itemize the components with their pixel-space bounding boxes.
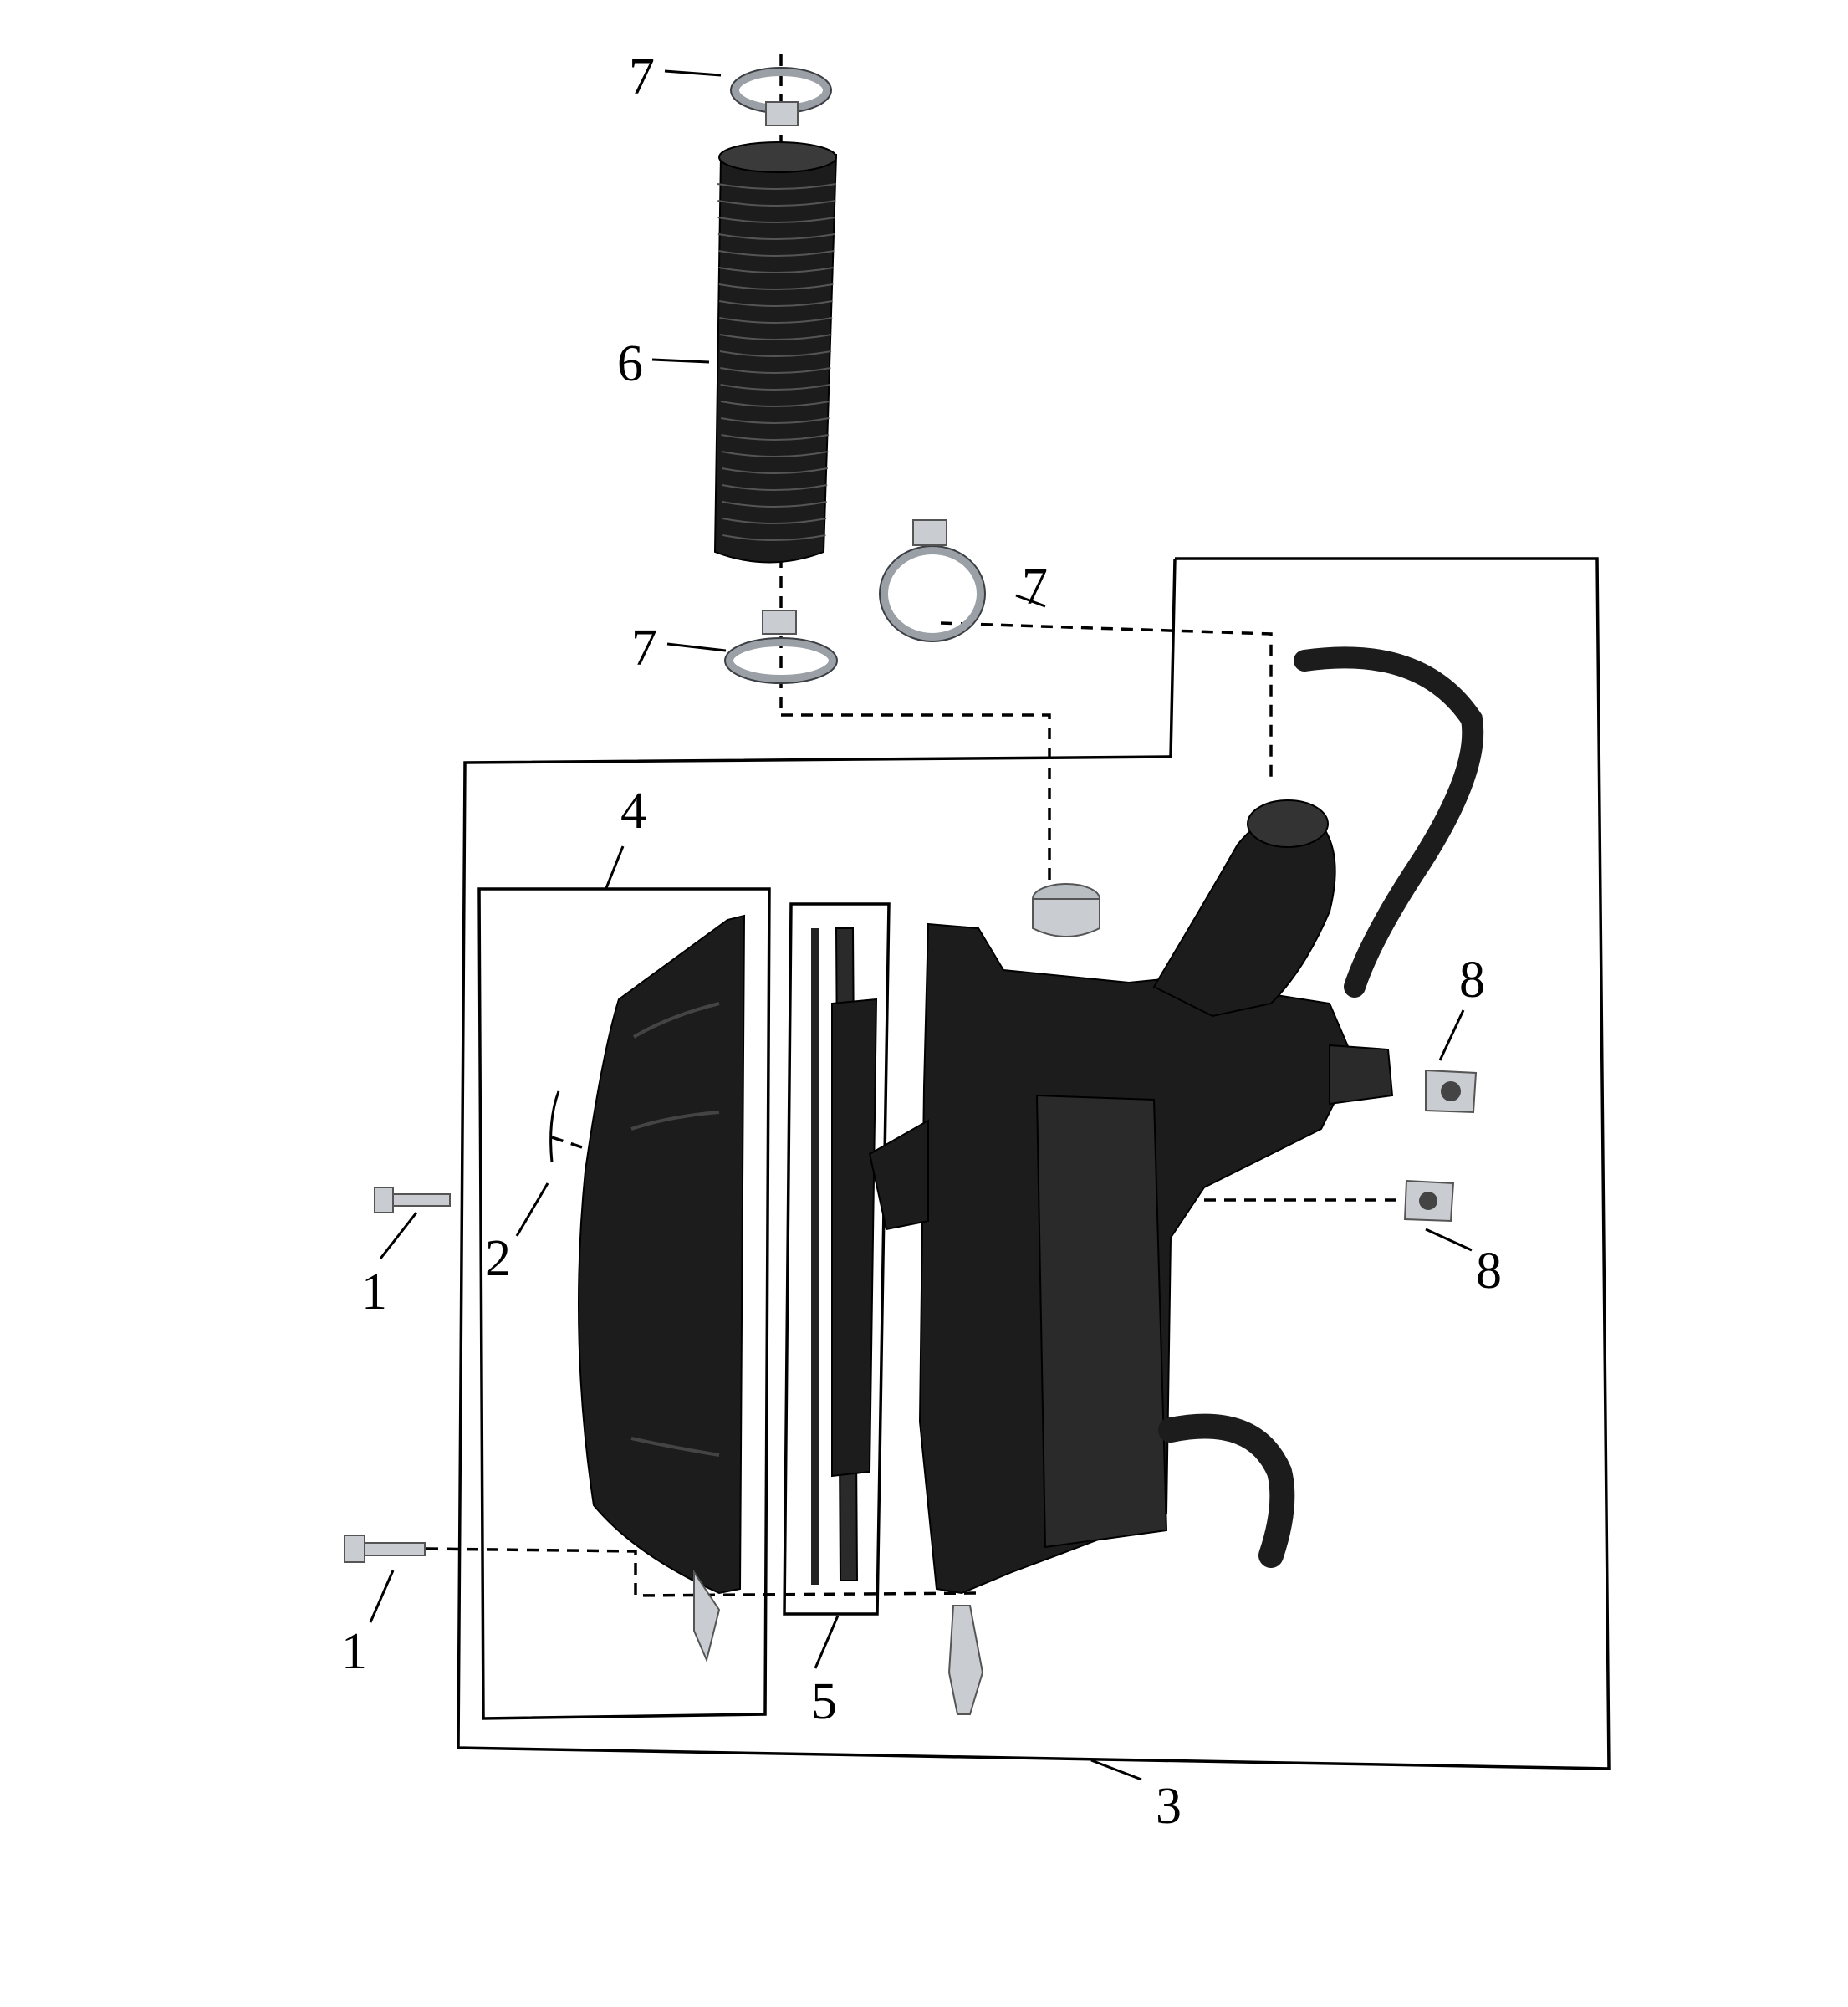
callout-2: 2 [485, 1230, 511, 1287]
callout-7-top: 7 [629, 49, 655, 105]
leader-5 [1090, 1759, 1142, 1781]
bolt-upper [374, 1187, 451, 1213]
leader-8-upper [1438, 1009, 1465, 1061]
hose-rib [718, 267, 835, 273]
callout-7-right: 7 [1022, 559, 1048, 615]
filter-element [811, 927, 878, 1585]
hose-rib [720, 367, 831, 374]
assembly-frame-5 [457, 557, 1611, 1770]
element-clip [549, 1090, 560, 1163]
hose-clamp-right [879, 519, 986, 642]
hose-rib [722, 518, 827, 524]
hose-rib [717, 233, 835, 240]
bolt-lower [344, 1535, 426, 1563]
callout-1-lower: 1 [341, 1623, 367, 1680]
callout-3: 4 [620, 783, 646, 840]
hose-clamp-top [730, 67, 832, 126]
assembly-line-hose-to-box [781, 713, 1051, 903]
hose-clamp-bottom [724, 610, 838, 684]
callout-5: 3 [1156, 1778, 1182, 1835]
assembly-line-screw [426, 1547, 979, 1597]
callout-7-bottom: 7 [631, 620, 657, 677]
callout-4: 5 [811, 1673, 837, 1730]
hose-rib [717, 200, 836, 207]
assembly-line-element-clip [551, 1136, 590, 1152]
hose-rib [720, 401, 830, 407]
hose-ribs [717, 183, 837, 541]
group-frame-4 [783, 902, 891, 1616]
hose-rib [717, 183, 837, 190]
callout-8-upper: 8 [1459, 952, 1485, 1009]
hose-rib [718, 300, 833, 307]
leader-2 [515, 1182, 549, 1237]
leader-8-lower [1425, 1228, 1473, 1252]
leader-1-lower [369, 1570, 395, 1623]
hose-rib [717, 217, 835, 223]
hose-rib [722, 484, 828, 491]
hose-rib [721, 467, 828, 474]
leader-4 [814, 1615, 840, 1669]
group-frame-3 [477, 887, 771, 1720]
callout-8-lower: 8 [1476, 1243, 1502, 1300]
hose-rib [718, 283, 834, 290]
hose-rib [719, 350, 832, 357]
hose-rib [719, 317, 833, 324]
callout-1-upper: 1 [361, 1264, 387, 1320]
hose-rib [721, 451, 829, 457]
hose-rib [718, 250, 835, 257]
leader-3 [605, 845, 625, 889]
intake-hose [713, 141, 838, 564]
square-nut-lower [1403, 1179, 1455, 1223]
hose-rib [722, 534, 826, 541]
leader-7-right [1015, 594, 1046, 608]
assembly-line-clamp-to-inlet [940, 621, 1273, 778]
hose-rib [721, 434, 830, 441]
callout-6: 6 [617, 335, 643, 392]
leader-7-top [664, 69, 722, 77]
hose-rib [720, 384, 830, 391]
hose-rib [719, 334, 832, 340]
hose-rib [721, 417, 830, 424]
leader-7-bottom [666, 642, 727, 652]
leader-1-upper [379, 1212, 418, 1259]
air-box-housing [868, 646, 1484, 1715]
air-box-cover [578, 914, 746, 1663]
square-nut-upper [1425, 1069, 1478, 1114]
leader-6 [651, 358, 710, 364]
hose-rib [722, 501, 827, 508]
